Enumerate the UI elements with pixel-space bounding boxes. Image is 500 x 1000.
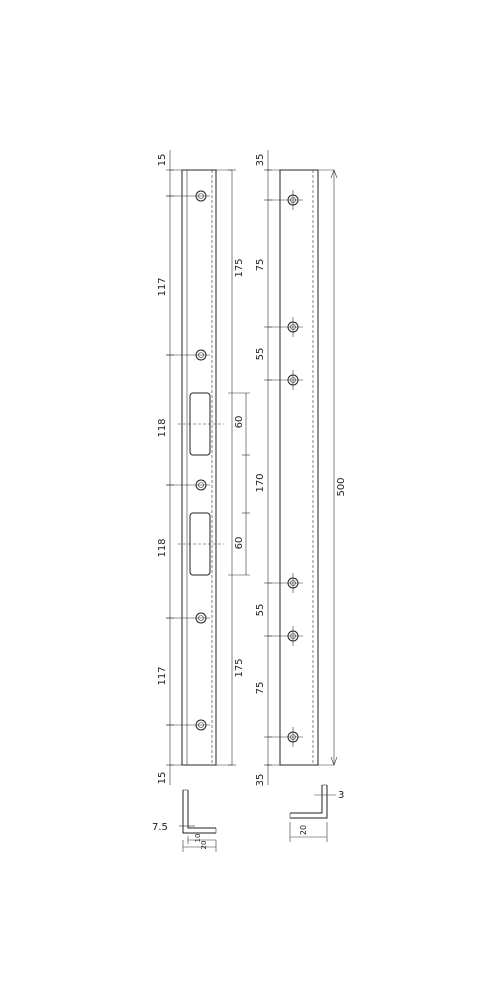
dim-left-spacing-2: 118 xyxy=(157,418,168,437)
right-hole xyxy=(268,727,303,747)
dim-profile-flange: 10 xyxy=(194,834,202,843)
right-hole xyxy=(268,370,303,390)
left-profile: 7.5 10 20 xyxy=(152,789,217,852)
left-strip: 15 117 118 118 117 15 175 60 60 175 xyxy=(157,150,250,785)
right-hole xyxy=(268,317,303,337)
dim-left-edge-bottom: 15 xyxy=(157,772,168,785)
dim-slot-length-2: 60 xyxy=(234,537,245,550)
dim-profile-width-left: 20 xyxy=(200,841,208,850)
dim-left-spacing-1: 117 xyxy=(157,277,168,296)
dim-right-spacing-middle: 170 xyxy=(255,473,266,492)
left-hole xyxy=(166,719,210,731)
dim-right-spacing-b: 55 xyxy=(255,348,266,361)
dim-right-spacing-c: 55 xyxy=(255,604,266,617)
right-hole xyxy=(268,573,303,593)
right-strip: 35 75 55 170 55 75 35 500 xyxy=(255,150,347,786)
right-hole xyxy=(268,190,303,210)
dim-slot-length-1: 60 xyxy=(234,416,245,429)
dim-profile-thickness: 3 xyxy=(338,790,344,801)
right-profile: 3 20 xyxy=(289,784,344,842)
dim-slot-offset-top: 175 xyxy=(234,258,245,277)
dim-right-edge-bottom: 35 xyxy=(255,774,266,787)
dim-right-edge-top: 35 xyxy=(255,154,266,167)
dim-profile-width-right: 20 xyxy=(299,825,308,835)
left-slot xyxy=(178,512,224,576)
right-hole xyxy=(268,626,303,646)
dim-slot-offset-bottom: 175 xyxy=(234,658,245,677)
dim-left-edge-top: 15 xyxy=(157,154,168,167)
right-strip-outline xyxy=(279,169,319,766)
dim-left-spacing-3: 118 xyxy=(157,538,168,557)
dim-right-spacing-d: 75 xyxy=(255,682,266,695)
dim-left-spacing-4: 117 xyxy=(157,666,168,685)
dim-profile-offset: 7.5 xyxy=(152,822,168,833)
left-slot xyxy=(178,392,224,456)
dim-total-length: 500 xyxy=(336,477,347,496)
dim-right-spacing-a: 75 xyxy=(255,259,266,272)
